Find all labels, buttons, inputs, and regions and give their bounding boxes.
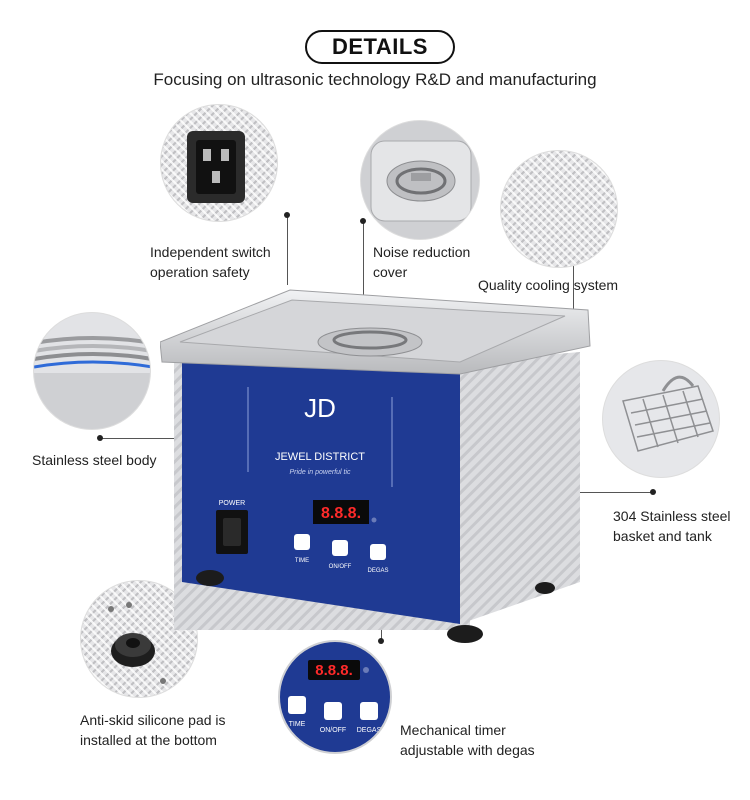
zoom-time-label: TIME <box>289 721 306 728</box>
control-panel-zoom: 8.8.8. TIME ON/OFF DEGAS <box>288 660 382 734</box>
brand-name: JEWEL DISTRICT <box>275 451 365 463</box>
time-button[interactable] <box>294 534 310 550</box>
power-inlet-icon <box>187 131 245 203</box>
digital-display <box>313 500 369 524</box>
onoff-button[interactable] <box>332 540 348 556</box>
callout-body: Stainless steel body <box>32 452 157 468</box>
timer-connector-dot <box>378 638 384 644</box>
control-panel-detail-image: 8.8.8. TIME ON/OFF DEGAS <box>278 640 392 754</box>
cooling-mesh-detail-image <box>500 150 618 268</box>
page-title: DETAILS <box>305 30 455 64</box>
cover-detail-image <box>360 120 480 240</box>
foot-left <box>196 570 224 586</box>
basket-detail-image <box>602 360 720 478</box>
steel-layers-detail-image <box>33 312 151 430</box>
callout-cover: Noise reduction cover <box>373 244 471 280</box>
basket-connector-dot <box>650 489 656 495</box>
silicone-pad-detail-image <box>80 580 198 698</box>
callout-switch: Independent switch operation safety <box>150 244 271 280</box>
brand-logo-mark: JD <box>304 393 336 423</box>
cover-connector-dot <box>360 218 366 224</box>
power-label: POWER <box>219 500 245 507</box>
degas-button[interactable] <box>370 544 386 560</box>
cover-connector-line <box>363 220 364 330</box>
page-subtitle: Focusing on ultrasonic technology R&D an… <box>153 70 597 89</box>
foot-right <box>535 582 555 594</box>
switch-connector-dot <box>284 212 290 218</box>
callout-pad: Anti-skid silicone pad is installed at t… <box>80 712 226 748</box>
steel-layers-icon <box>34 313 150 429</box>
brand-tagline: Pride in powerful tic <box>289 469 351 476</box>
degas-button-label: DEGAS <box>367 568 388 574</box>
switch-connector-line <box>287 215 288 285</box>
display-readout: 8.8.8. <box>321 505 361 522</box>
cover-handle-icon <box>361 121 479 239</box>
onoff-button-label: ON/OFF <box>329 564 352 570</box>
power-inlet-detail-image <box>160 104 278 222</box>
basket-icon <box>622 375 714 452</box>
zoom-display-text: 8.8.8. <box>315 662 353 679</box>
callout-basket: 304 Stainless steel basket and tank <box>613 508 731 544</box>
cooling-connector-line <box>573 245 574 323</box>
body-connector-dot <box>97 435 103 441</box>
time-button-label: TIME <box>295 558 309 564</box>
pad-foot-icon <box>108 602 166 684</box>
body-connector-line <box>100 438 208 439</box>
foot-front <box>447 625 483 643</box>
callout-timer: Mechanical timer adjustable with degas <box>400 722 535 758</box>
callout-cooling: Quality cooling system <box>478 277 619 293</box>
ultrasonic-cleaner-device: JD JEWEL DISTRICT Pride in powerful tic … <box>160 289 591 643</box>
zoom-onoff-label: ON/OFF <box>320 727 346 734</box>
basket-connector-line <box>545 492 653 493</box>
zoom-degas-label: DEGAS <box>357 727 382 734</box>
